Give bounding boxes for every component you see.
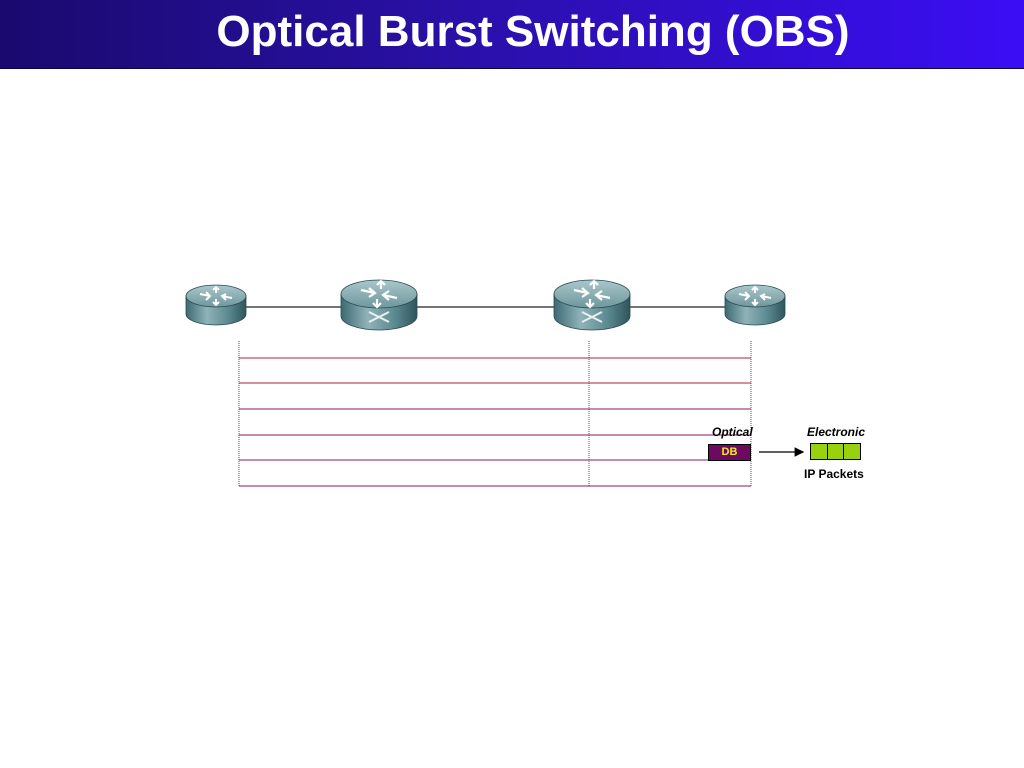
ip-packet-group xyxy=(810,443,861,460)
core-switch-right xyxy=(553,279,631,331)
optical-label: Optical xyxy=(712,425,753,439)
electronic-label: Electronic xyxy=(807,425,866,439)
ip-packet xyxy=(827,444,845,459)
edge-router-icon xyxy=(724,284,786,326)
ip-packet xyxy=(811,444,828,459)
core-switch-left xyxy=(340,279,418,331)
edge-router-icon xyxy=(185,284,247,326)
ip-packets-label: IP Packets xyxy=(804,467,864,481)
data-burst: DB xyxy=(708,444,751,461)
title-bar: Optical Burst Switching (OBS) xyxy=(0,0,1024,69)
optical-switch-icon xyxy=(553,279,631,331)
edge-router-left xyxy=(185,284,247,326)
ip-packet xyxy=(844,444,861,459)
edge-router-right xyxy=(724,284,786,326)
optical-switch-icon xyxy=(340,279,418,331)
slide-title: Optical Burst Switching (OBS) xyxy=(216,7,850,56)
channel-grid xyxy=(238,341,752,487)
